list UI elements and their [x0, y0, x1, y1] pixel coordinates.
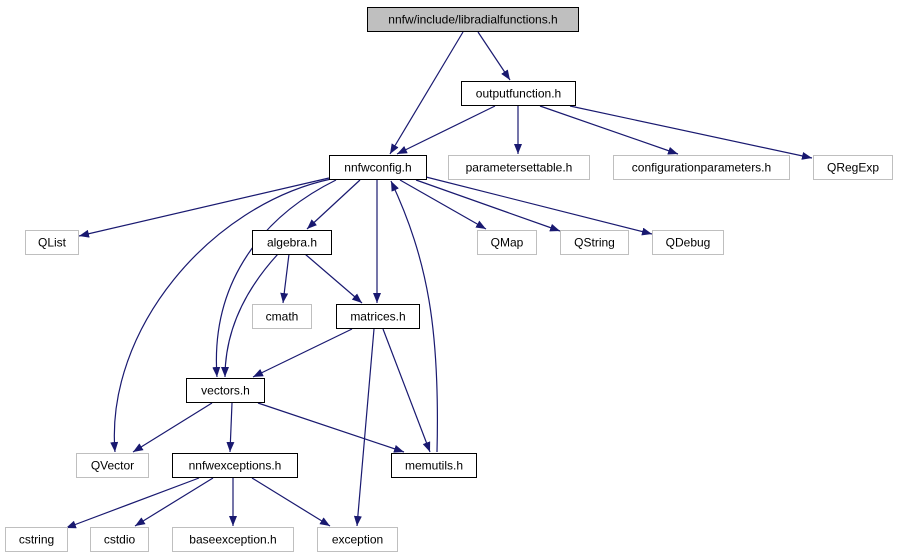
node-cmath: cmath [252, 304, 312, 329]
node-qmap: QMap [477, 230, 537, 255]
node-label-qvector: QVector [91, 459, 134, 473]
node-box-configurationparameters [613, 155, 790, 180]
edge-algebra-to-vectors [221, 253, 279, 378]
node-exception: exception [317, 527, 398, 552]
node-box-parametersettable [448, 155, 590, 180]
node-matrices[interactable]: matrices.h [336, 304, 420, 329]
node-box-outputfunction [461, 81, 576, 106]
node-box-cstring [5, 527, 68, 552]
node-box-qstring [560, 230, 629, 255]
node-box-qmap [477, 230, 537, 255]
node-outputfunction[interactable]: outputfunction.h [461, 81, 576, 106]
node-label-qlist: QList [38, 236, 67, 250]
edge-matrices-to-memutils [382, 328, 431, 453]
node-qlist: QList [25, 230, 79, 255]
node-qstring: QString [560, 230, 629, 255]
edge-outputfunction-to-nnfwconfig [396, 105, 496, 155]
node-label-nnfwconfig: nnfwconfig.h [344, 161, 411, 175]
node-nnfwexceptions[interactable]: nnfwexceptions.h [172, 453, 298, 478]
edge-matrices-to-exception [353, 328, 375, 527]
node-box-nnfwconfig [329, 155, 427, 180]
node-box-cstdio [90, 527, 149, 552]
node-box-memutils [391, 453, 477, 478]
node-box-baseexception [172, 527, 294, 552]
node-box-root [367, 7, 579, 32]
edge-outputfunction-to-configurationparameters [539, 105, 679, 155]
node-label-qregexp: QRegExp [827, 161, 879, 175]
node-box-algebra [252, 230, 332, 255]
edge-nnfwconfig-to-qvector [110, 178, 332, 453]
edge-nnfwconfig-to-algebra [306, 179, 361, 230]
edge-algebra-to-cmath [280, 253, 290, 304]
node-memutils[interactable]: memutils.h [391, 453, 477, 478]
edge-root-to-nnfwconfig [389, 31, 464, 155]
node-nnfwconfig[interactable]: nnfwconfig.h [329, 155, 427, 180]
node-label-qstring: QString [574, 236, 615, 250]
edge-nnfwconfig-to-qmap [399, 179, 487, 230]
node-qdebug: QDebug [652, 230, 724, 255]
node-box-vectors [186, 378, 265, 403]
edge-layer [65, 31, 813, 529]
edge-nnfwconfig-to-qstring [415, 179, 561, 232]
node-box-exception [317, 527, 398, 552]
node-label-exception: exception [332, 533, 383, 547]
node-configurationparameters: configurationparameters.h [613, 155, 790, 180]
node-label-cmath: cmath [266, 310, 299, 324]
edge-nnfwconfig-to-vectors [212, 179, 337, 378]
node-label-nnfwexceptions: nnfwexceptions.h [189, 459, 282, 473]
node-label-matrices: matrices.h [350, 310, 405, 324]
node-box-qvector [76, 453, 149, 478]
node-vectors[interactable]: vectors.h [186, 378, 265, 403]
node-cstdio: cstdio [90, 527, 149, 552]
edge-nnfwexceptions-to-cstring [65, 477, 200, 529]
edge-memutils-to-nnfwconfig [390, 180, 439, 453]
edge-nnfwexceptions-to-exception [251, 477, 331, 527]
node-parametersettable: parametersettable.h [448, 155, 590, 180]
edge-nnfwconfig-to-qdebug [425, 176, 653, 236]
edge-matrices-to-vectors [252, 328, 353, 378]
node-label-qdebug: QDebug [666, 236, 711, 250]
edge-outputfunction-to-qregexp [569, 105, 813, 160]
node-box-qregexp [813, 155, 893, 180]
node-box-qdebug [652, 230, 724, 255]
node-label-parametersettable: parametersettable.h [466, 161, 573, 175]
node-layer: nnfw/include/libradialfunctions.h outputf… [5, 7, 893, 552]
node-label-baseexception: baseexception.h [189, 533, 276, 547]
edge-vectors-to-nnfwexceptions [226, 402, 235, 453]
edge-root-to-outputfunction [477, 31, 511, 81]
node-qvector: QVector [76, 453, 149, 478]
node-label-qmap: QMap [491, 236, 524, 250]
node-label-memutils: memutils.h [405, 459, 463, 473]
node-cstring: cstring [5, 527, 68, 552]
node-label-cstdio: cstdio [104, 533, 136, 547]
node-label-configurationparameters: configurationparameters.h [632, 161, 771, 175]
edge-nnfwexceptions-to-cstdio [134, 477, 214, 527]
node-box-nnfwexceptions [172, 453, 298, 478]
node-label-cstring: cstring [19, 533, 54, 547]
edge-vectors-to-qvector [132, 402, 213, 453]
node-label-root: nnfw/include/libradialfunctions.h [388, 13, 557, 27]
edge-vectors-to-memutils [257, 402, 405, 453]
node-algebra[interactable]: algebra.h [252, 230, 332, 255]
node-baseexception: baseexception.h [172, 527, 294, 552]
edge-algebra-to-matrices [304, 253, 363, 304]
node-qregexp: QRegExp [813, 155, 893, 180]
node-label-vectors: vectors.h [201, 384, 250, 398]
node-label-algebra: algebra.h [267, 236, 317, 250]
node-box-qlist [25, 230, 79, 255]
node-label-outputfunction: outputfunction.h [476, 87, 561, 101]
node-root: nnfw/include/libradialfunctions.h [367, 7, 579, 32]
node-box-matrices [336, 304, 420, 329]
edge-nnfwconfig-to-qlist [78, 177, 330, 238]
node-box-cmath [252, 304, 312, 329]
